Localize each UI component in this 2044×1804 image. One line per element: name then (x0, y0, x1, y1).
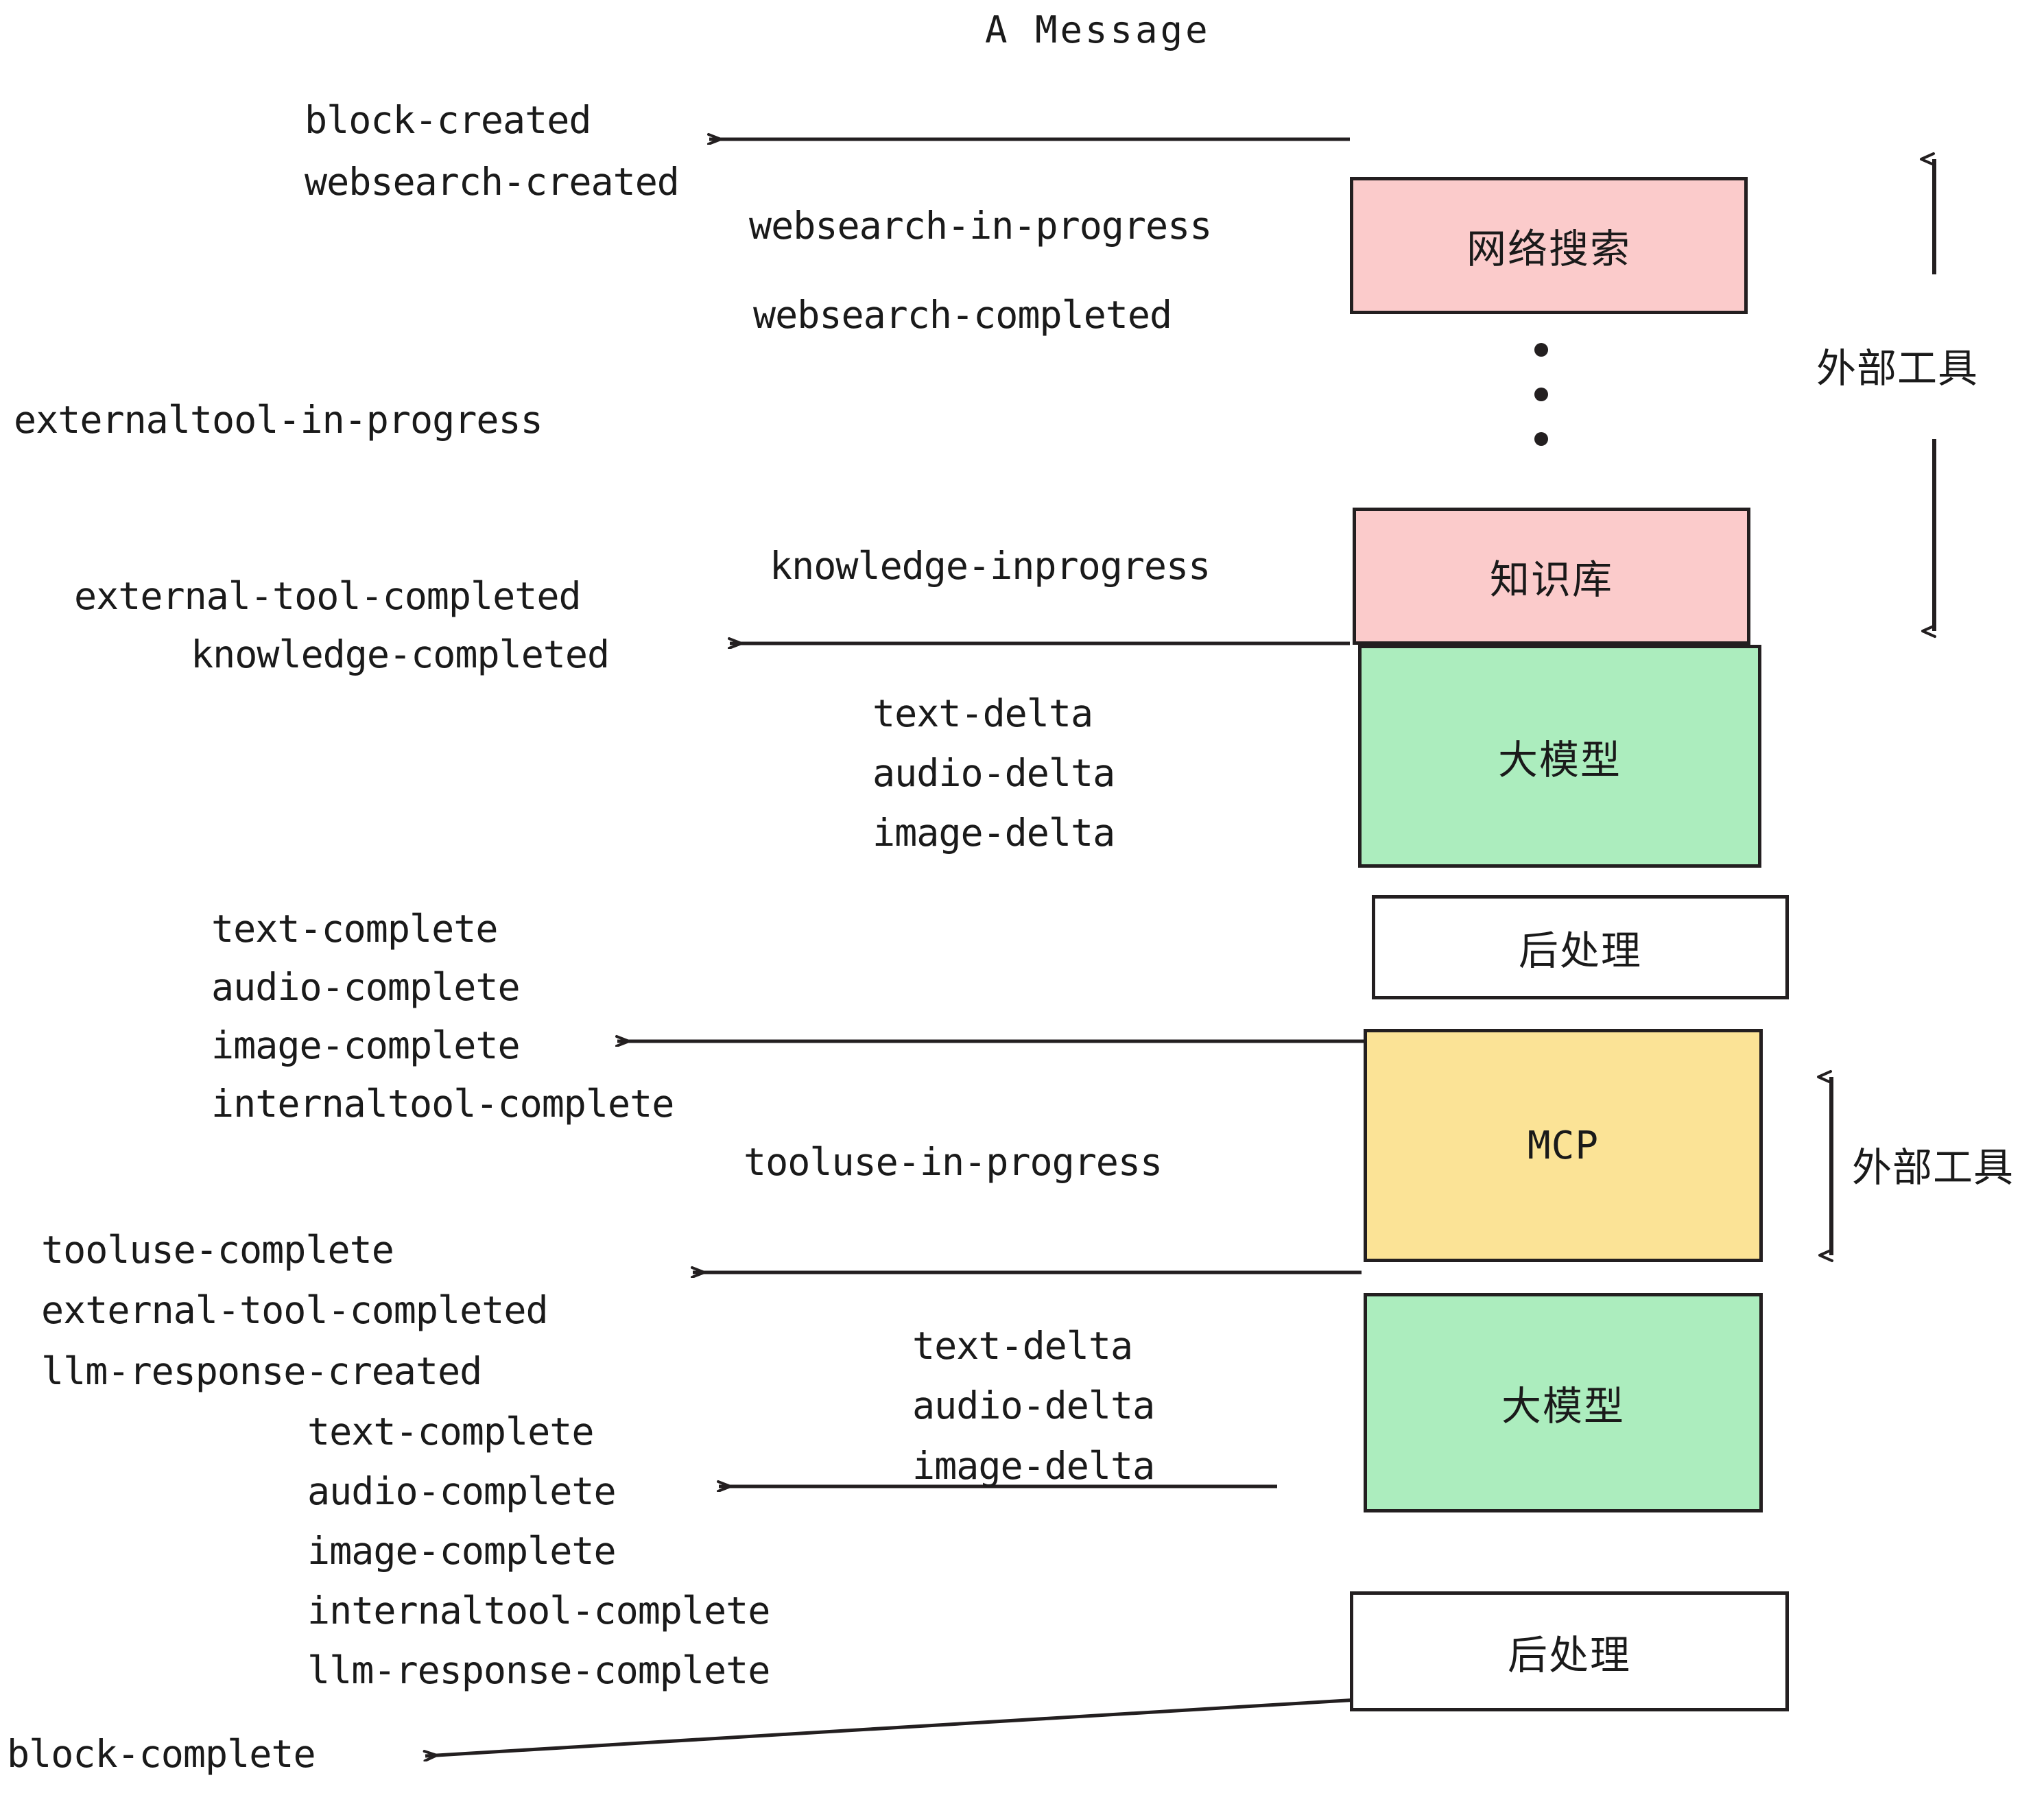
event-text-complete-1: text-complete (211, 907, 498, 951)
event-externaltool-in-progress: externaltool-in-progress (14, 398, 543, 442)
event-internaltool-complete-1: internaltool-complete (211, 1082, 674, 1126)
arrow-postprocess2-to-blockcomplete (425, 1698, 1359, 1756)
event-block-created: block-created (305, 98, 591, 142)
ellipsis-dot (1534, 432, 1548, 446)
event-knowledge-completed: knowledge-completed (191, 632, 610, 676)
node-knowledge[interactable]: 知识库 (1353, 508, 1750, 645)
event-knowledge-inprogress: knowledge-inprogress (770, 544, 1211, 588)
ellipsis-dot (1534, 388, 1548, 401)
event-image-complete-2: image-complete (307, 1529, 617, 1573)
node-mcp[interactable]: MCP (1364, 1029, 1763, 1262)
event-audio-complete-2: audio-complete (307, 1469, 617, 1513)
event-websearch-in-progress: websearch-in-progress (749, 204, 1212, 248)
event-audio-delta-2: audio-delta (912, 1384, 1155, 1427)
side-label-external-tools-bottom: 外部工具 (1852, 1144, 2015, 1191)
ellipsis-dot (1534, 343, 1548, 357)
node-websearch[interactable]: 网络搜索 (1350, 177, 1748, 314)
node-postprocess-2[interactable]: 后处理 (1350, 1591, 1789, 1711)
event-block-complete: block-complete (7, 1732, 316, 1776)
node-knowledge-label: 知识库 (1489, 556, 1613, 603)
node-llm-2[interactable]: 大模型 (1364, 1293, 1763, 1512)
event-external-tool-completed-2: external-tool-completed (41, 1288, 549, 1332)
node-mcp-label: MCP (1527, 1123, 1600, 1168)
diagram-title: A Message (985, 8, 1211, 51)
event-external-tool-completed-1: external-tool-completed (74, 574, 582, 618)
node-postprocess-1[interactable]: 后处理 (1372, 895, 1789, 999)
node-llm-2-label: 大模型 (1501, 1383, 1625, 1429)
event-text-delta-2: text-delta (912, 1324, 1133, 1368)
event-image-delta-2: image-delta (912, 1444, 1155, 1488)
event-websearch-created: websearch-created (305, 160, 680, 204)
event-llm-response-complete: llm-response-complete (307, 1648, 770, 1692)
event-websearch-completed: websearch-completed (753, 293, 1172, 337)
event-internaltool-complete-2: internaltool-complete (307, 1589, 770, 1633)
node-postprocess-2-label: 后处理 (1507, 1631, 1631, 1678)
event-llm-response-created: llm-response-created (41, 1349, 482, 1393)
node-llm-1-label: 大模型 (1497, 736, 1621, 783)
event-audio-delta-1: audio-delta (872, 751, 1115, 795)
event-text-complete-2: text-complete (307, 1410, 594, 1453)
node-postprocess-1-label: 后处理 (1518, 927, 1642, 974)
event-image-delta-1: image-delta (872, 811, 1115, 855)
event-audio-complete-1: audio-complete (211, 965, 521, 1009)
node-llm-1[interactable]: 大模型 (1358, 645, 1761, 868)
event-image-complete-1: image-complete (211, 1023, 521, 1067)
event-tooluse-complete: tooluse-complete (41, 1228, 394, 1272)
event-text-delta-1: text-delta (872, 691, 1093, 735)
event-tooluse-in-progress: tooluse-in-progress (744, 1140, 1163, 1184)
side-label-external-tools-top: 外部工具 (1816, 345, 1979, 392)
vertical-ellipsis (1534, 343, 1548, 446)
node-websearch-label: 网络搜索 (1466, 226, 1631, 272)
